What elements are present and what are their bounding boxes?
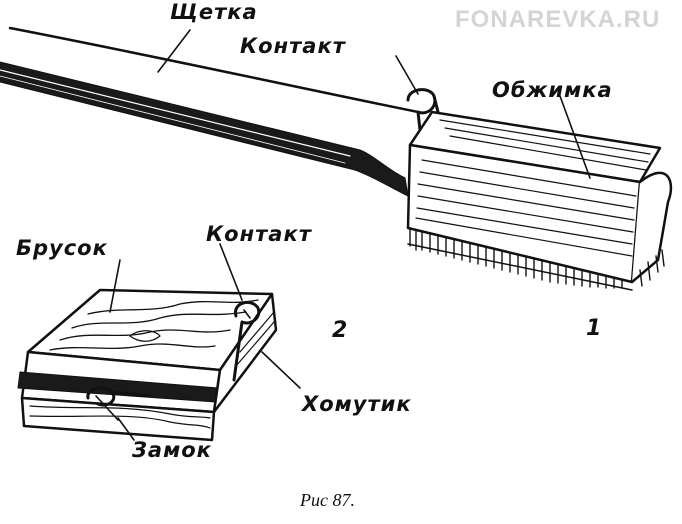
figure-caption: Рис 87. <box>300 490 355 510</box>
watermark-text: FONAREVKA.RU <box>455 6 661 33</box>
label-block: Брусок <box>16 236 108 260</box>
label-lock: Замок <box>132 438 212 462</box>
label-brush: Щетка <box>170 0 258 24</box>
block-contact <box>232 300 261 382</box>
item-number-2: 2 <box>332 318 348 343</box>
lock-tab <box>86 386 152 407</box>
label-clamp: Хомутик <box>302 392 412 416</box>
brush-handle <box>0 61 409 197</box>
label-contact-bottom: Контакт <box>206 222 312 246</box>
block-assembly <box>17 243 301 442</box>
item-number-1: 1 <box>586 316 602 341</box>
label-contact-top: Контакт <box>240 34 346 58</box>
brush-assembly <box>0 26 673 291</box>
contact-wire <box>8 26 420 114</box>
contact-loop <box>406 88 440 132</box>
label-crimp: Обжимка <box>492 78 613 102</box>
brush-bristles <box>409 227 665 289</box>
